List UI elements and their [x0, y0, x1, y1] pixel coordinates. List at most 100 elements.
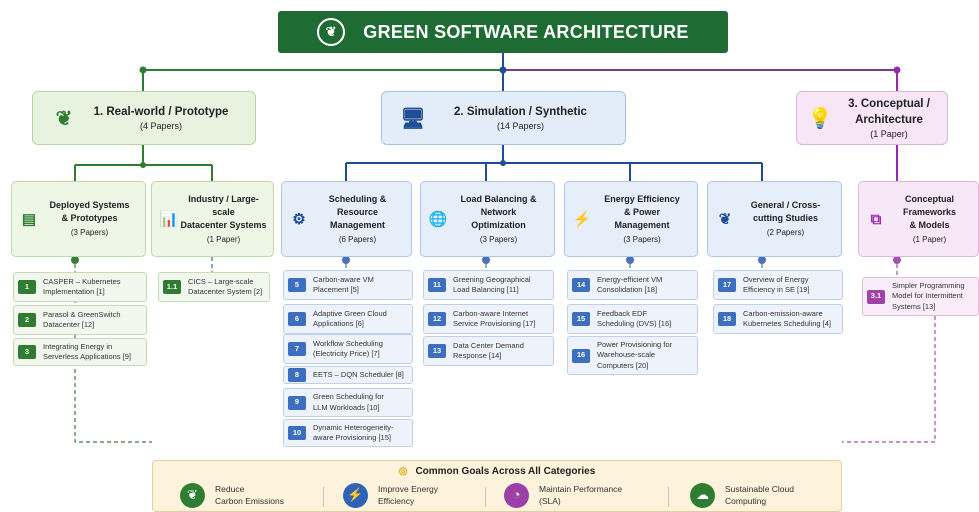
subcategory-line: & Models: [909, 219, 950, 230]
item-number: 12: [428, 312, 446, 326]
item-line: Carbon-aware Internet: [453, 308, 529, 318]
item-line: CICS – Large-scale: [188, 276, 254, 286]
item-line: LLM Workloads [10]: [313, 402, 380, 412]
item-number: 1: [18, 280, 36, 294]
item-number: 10: [288, 426, 306, 440]
item-number: 5: [288, 278, 306, 292]
item-line: Workflow Scheduling: [313, 338, 383, 348]
subcategory-line: Deployed Systems: [49, 200, 130, 211]
item-line: Computers [20]: [597, 360, 649, 370]
item-number: 2: [18, 313, 36, 327]
subcategory-line: & Power: [623, 206, 660, 217]
lightning-icon: ⚡: [572, 211, 592, 228]
item-line: Parasol & GreenSwitch: [43, 309, 121, 319]
goals-title: ◎Common Goals Across All Categories: [153, 466, 841, 477]
item-line: Dynamic Heterogeneity-: [313, 422, 394, 432]
subcategory-count: (3 Papers): [70, 228, 109, 238]
item-number: 17: [718, 278, 736, 292]
item-line: Carbon-aware VM: [313, 274, 374, 284]
subcategory-line: Scheduling &: [328, 193, 387, 204]
item-number: 16: [572, 348, 590, 363]
item-line: Datacenter System [2]: [188, 287, 263, 296]
divider: [668, 487, 669, 507]
item-line: EETS – DQN Scheduler [8]: [313, 369, 404, 379]
leaf-icon: ❦: [55, 107, 73, 130]
category-title-line2: Architecture: [855, 113, 923, 126]
subcategory-deployed-systems[interactable]: ▤ Deployed Systems& Prototypes(3 Papers): [11, 181, 146, 257]
gauge-icon: ◔: [504, 483, 529, 508]
item-number: 7: [288, 342, 306, 356]
category-title-line1: 3. Conceptual /: [848, 97, 930, 110]
page-title: ❦ GREEN SOFTWARE ARCHITECTURE: [278, 11, 728, 53]
subcategory-count: (3 Papers): [623, 234, 661, 244]
item-number: 3.1: [867, 289, 885, 304]
category-real-world[interactable]: ❦ 1. Real-world / Prototype (4 Papers): [32, 91, 256, 145]
category-title: 1. Real-world / Prototype: [93, 105, 229, 118]
subcategory-general[interactable]: ❦ General / Cross-cutting Studies(2 Pape…: [707, 181, 842, 257]
item-number: 13: [428, 344, 446, 358]
subcategory-line: Conceptual: [904, 193, 954, 204]
goal-line: Reduce: [215, 484, 245, 495]
goal-line: Carbon Emissions: [215, 495, 284, 506]
subcategory-line: Management: [614, 219, 670, 230]
node-dot: [71, 256, 79, 264]
lightning-icon: ⚡: [343, 483, 368, 508]
item-line: Adaptive Green Cloud: [313, 308, 387, 318]
subcategory-line: Optimization: [471, 219, 526, 230]
item-line: Scheduling (DVS) [16]: [597, 319, 672, 328]
monitor-cloud-icon: 🖥: [400, 107, 426, 130]
paper-item[interactable]: 10 Dynamic Heterogeneity-aware Provisioni…: [283, 419, 413, 447]
item-number: 3: [18, 345, 36, 359]
leaf-icon: ❦: [317, 18, 346, 46]
subcategory-line: Management: [329, 219, 385, 230]
subcategory-line: Industry / Large-scale: [188, 193, 259, 217]
gears-icon: ⚙: [292, 211, 306, 228]
item-line: Integrating Energy in: [43, 341, 113, 351]
category-simulation[interactable]: 🖥 2. Simulation / Synthetic (14 Papers): [381, 91, 626, 145]
common-goals-panel: ◎Common Goals Across All Categories ❦Red…: [152, 460, 842, 512]
subcategory-line: & Prototypes: [61, 213, 118, 224]
item-line: Datacenter [12]: [43, 320, 95, 329]
item-line: Model for Intermittent: [892, 291, 963, 301]
item-number: 6: [288, 312, 306, 326]
item-line: aware Provisioning [15]: [313, 433, 391, 442]
item-line: Implementation [1]: [43, 287, 105, 296]
item-line: Load Balancing [11]: [453, 285, 519, 294]
title-text: GREEN SOFTWARE ARCHITECTURE: [363, 21, 689, 42]
subcategory-line: Load Balancing &: [460, 193, 537, 204]
goals-title-text: Common Goals Across All Categories: [415, 466, 596, 477]
item-number: 11: [428, 278, 446, 292]
category-conceptual[interactable]: 💡 3. Conceptual / Architecture (1 Paper): [796, 91, 948, 145]
goal-line: Improve Energy: [378, 484, 438, 495]
globe-icon: 🌐: [428, 211, 448, 228]
item-number: 15: [572, 312, 590, 326]
goal-line: Efficiency: [378, 495, 415, 506]
goal-line: Computing: [725, 495, 767, 506]
item-line: Applications [6]: [313, 319, 364, 328]
item-line: Efficiency in SE [19]: [743, 285, 810, 294]
